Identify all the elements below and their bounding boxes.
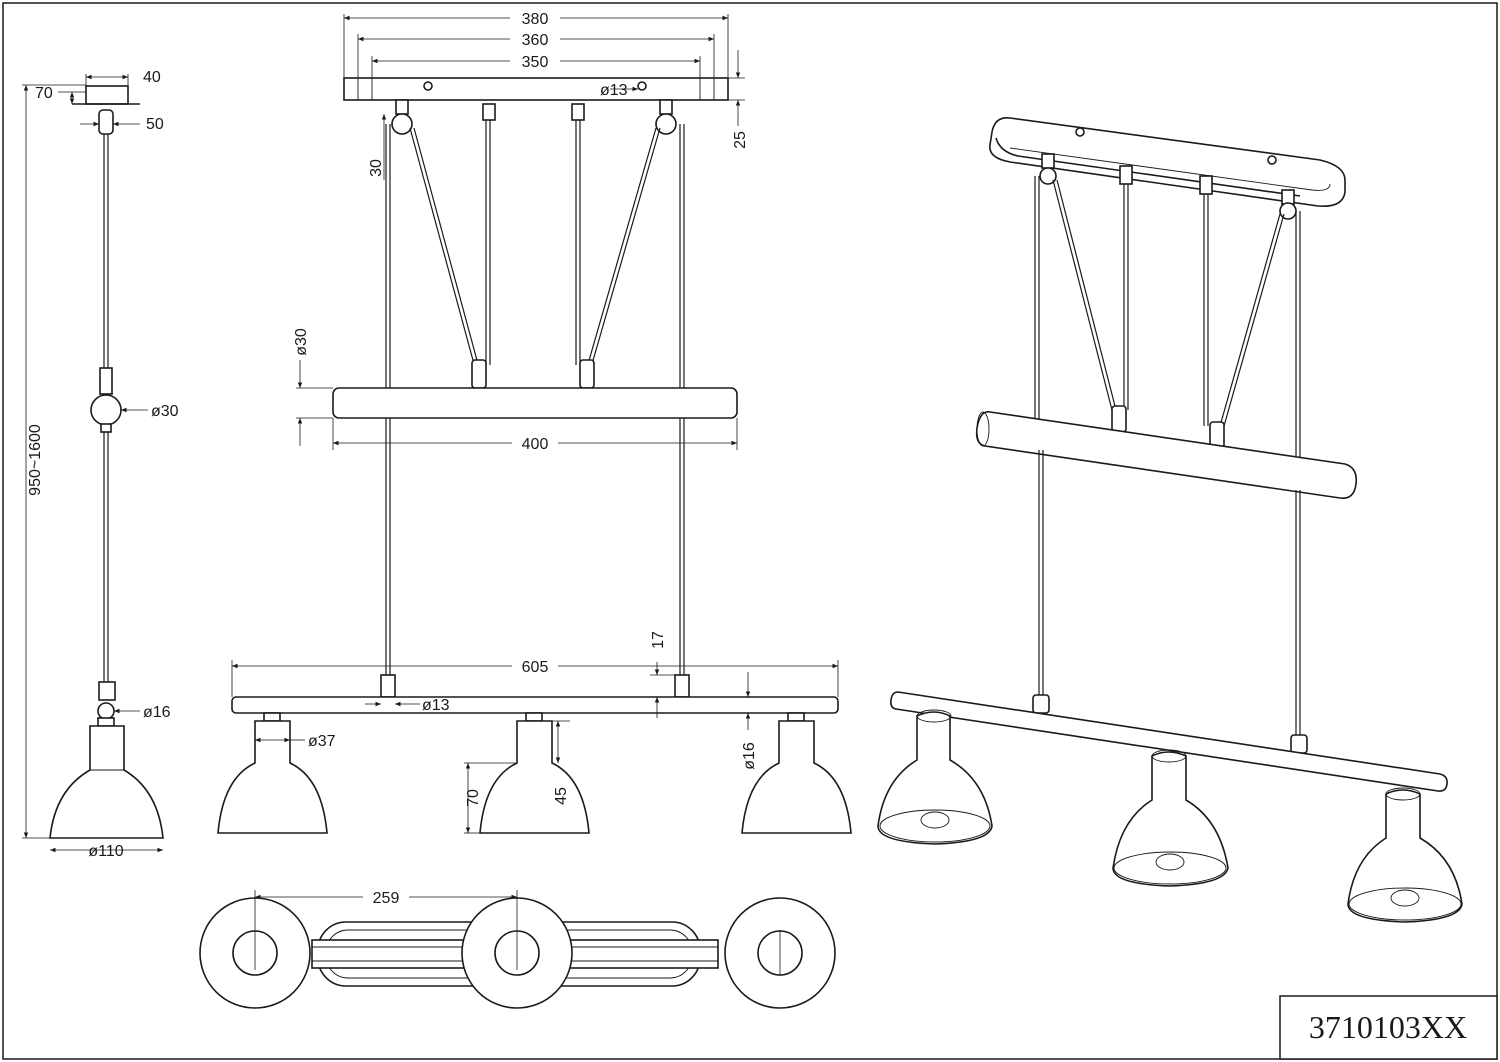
lamp-bar [231, 696, 839, 714]
pulley-right [655, 113, 677, 135]
shade-right [741, 712, 852, 834]
side-view: 950~1600 40 70 50 ø30 ø16 ø110 [22, 69, 179, 860]
dim-pulley-drop: 30 [368, 159, 385, 177]
dim-wire-end: 17 [650, 631, 667, 649]
perspective-shade-right [1347, 787, 1463, 923]
perspective-view [877, 116, 1463, 923]
dim-pulley-hole: ø13 [600, 82, 628, 99]
side-hook [98, 109, 114, 135]
dim-total-height: 950~1600 [27, 424, 44, 496]
dim-bar-hole: ø13 [422, 697, 450, 714]
shade-center [479, 712, 590, 834]
side-joint [98, 681, 116, 701]
dim-socket-diameter: ø37 [308, 733, 336, 750]
dim-joint-diameter: ø16 [143, 704, 171, 721]
dim-hook-width: 50 [146, 116, 164, 133]
model-number-box: 3710103XX [1279, 995, 1498, 1060]
dim-plate-inner: 350 [522, 54, 549, 71]
shade-left [217, 712, 328, 834]
top-view: 259 [199, 888, 836, 1009]
perspective-shade-left [877, 709, 993, 845]
ceiling-plate [343, 77, 729, 101]
dim-canopy-width: 40 [143, 69, 161, 86]
side-weight-ball [90, 394, 122, 426]
dim-shade-height: 70 [465, 789, 482, 807]
perspective-upper-bar [975, 411, 1358, 500]
perspective-shade-center [1112, 749, 1229, 887]
dim-spacing: 259 [373, 890, 400, 907]
dim-bar-length: 400 [522, 436, 549, 453]
dim-plate-outer: 380 [522, 11, 549, 28]
model-number: 3710103XX [1309, 1009, 1467, 1045]
dim-canopy-offset: 70 [35, 85, 53, 102]
pulley-left [391, 113, 413, 135]
side-shade [49, 725, 164, 839]
perspective-lamp-bar [890, 691, 1448, 792]
perspective-canopy [989, 116, 1346, 208]
dim-bar-diameter: ø30 [293, 328, 310, 356]
dim-lamp-bar-length: 605 [522, 659, 549, 676]
side-weight-clip [99, 367, 113, 395]
upper-bar [332, 387, 738, 419]
weight-right [579, 359, 595, 389]
dim-plate-mid: 360 [522, 32, 549, 49]
dim-weight-diameter: ø30 [151, 403, 179, 420]
dim-socket-height: 45 [553, 787, 570, 805]
dim-shade-diameter: ø110 [88, 843, 123, 860]
side-canopy [85, 85, 129, 105]
dim-lamp-bar-diameter: ø16 [741, 742, 758, 770]
front-view: 380 360 350 ø13 25 30 ø30 400 [217, 8, 852, 834]
dim-plate-height: 25 [732, 131, 749, 149]
weight-left [471, 359, 487, 389]
